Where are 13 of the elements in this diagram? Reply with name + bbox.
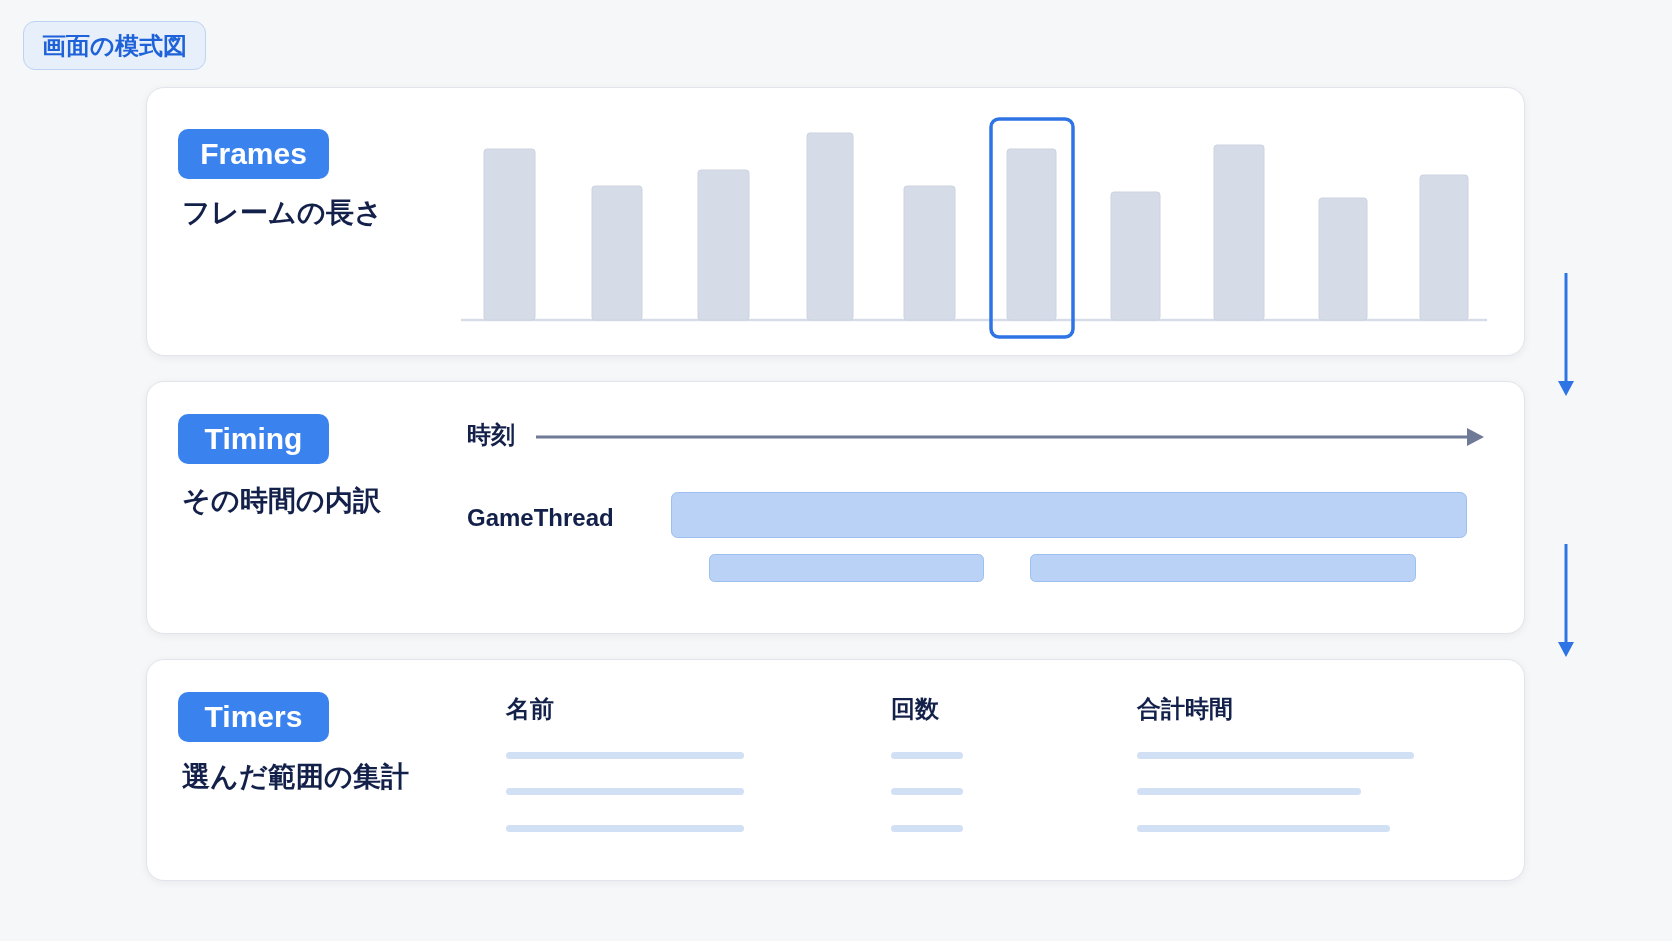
panel-subtitle: フレームの長さ <box>182 196 383 230</box>
title-badge: 画面の模式図 <box>23 21 206 70</box>
section-badge: Timing <box>178 414 329 464</box>
column-header: 合計時間 <box>1137 694 1233 724</box>
section-badge: Frames <box>178 129 329 179</box>
axis-label: 時刻 <box>467 420 515 450</box>
panel-subtitle: 選んだ範囲の集計 <box>182 760 409 794</box>
section-badge: Timers <box>178 692 329 742</box>
track-label: GameThread <box>467 503 614 533</box>
column-header: 回数 <box>891 694 939 724</box>
section-panel <box>146 659 1525 881</box>
column-header: 名前 <box>506 694 554 724</box>
panel-subtitle: その時間の内訳 <box>182 484 381 518</box>
